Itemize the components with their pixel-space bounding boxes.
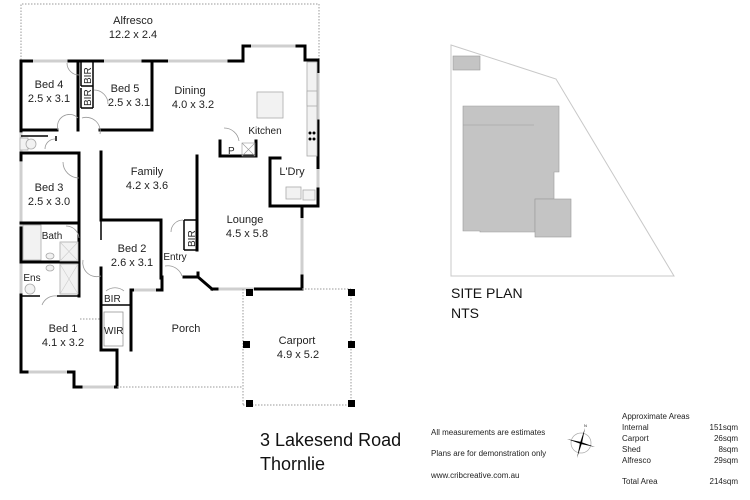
room-name-carport: Carport: [279, 335, 316, 347]
label-bir-bed5: BIR: [83, 89, 94, 106]
room-dims-bed5: 2.5 x 3.1: [108, 97, 150, 109]
area-value: 151sqm: [709, 423, 738, 432]
label-pantry: P: [228, 146, 235, 157]
site-plan-label: SITE PLAN NTS: [451, 283, 523, 323]
room-name-bed1: Bed 1: [49, 323, 78, 335]
site-plan-scale: NTS: [451, 305, 479, 321]
room-dims-dining: 4.0 x 3.2: [172, 99, 214, 111]
walls: [19, 44, 320, 389]
room-name-porch: Porch: [172, 323, 201, 335]
site-plan-title: SITE PLAN: [451, 285, 523, 301]
areas-row: Carport 26sqm: [622, 433, 738, 444]
address-block: 3 Lakesend Road Thornlie: [260, 428, 401, 476]
room-dims-lounge: 4.5 x 5.8: [226, 228, 268, 240]
site-boundary: [450, 44, 675, 277]
room-name-lounge: Lounge: [227, 214, 264, 226]
site-plan-drawing: [450, 44, 675, 277]
room-name-dining: Dining: [174, 85, 205, 97]
kitchen-island: [256, 91, 284, 119]
area-value: 29sqm: [713, 456, 738, 465]
address-line1: 3 Lakesend Road: [260, 430, 402, 450]
area-label: Carport: [622, 434, 649, 443]
areas-row: Alfresco 29sqm: [622, 455, 738, 466]
note-estimates: All measurements are estimates: [431, 428, 546, 437]
room-dims-bed2: 2.6 x 3.1: [111, 257, 153, 269]
room-dims-family: 4.2 x 3.6: [126, 180, 168, 192]
door-swings: [41, 62, 240, 306]
area-value: 26sqm: [713, 434, 738, 443]
label-bir-bed4: BIR: [83, 67, 94, 84]
areas-heading: Approximate Areas: [622, 412, 690, 421]
total-value: 214sqm: [709, 477, 738, 486]
bathtub: [22, 224, 42, 261]
room-dims-bed3: 2.5 x 3.0: [28, 196, 70, 208]
room-dims-carport: 4.9 x 5.2: [277, 349, 319, 361]
room-name-bed4: Bed 4: [35, 79, 64, 91]
area-label: Alfresco: [622, 456, 651, 465]
area-label: Shed: [622, 445, 641, 454]
total-label: Total Area: [622, 477, 658, 486]
room-dims-alfresco: 12.2 x 2.4: [109, 29, 157, 41]
room-dims-bed4: 2.5 x 3.1: [28, 93, 70, 105]
room-name-kitchen: Kitchen: [248, 126, 281, 137]
label-bir-bed1: BIR: [104, 294, 121, 305]
website-link[interactable]: www.cribcreative.com.au: [431, 471, 520, 480]
room-name-ens: Ens: [23, 273, 40, 284]
area-value: 8sqm: [718, 445, 738, 454]
site-shed: [452, 55, 481, 71]
areas-row: Shed 8sqm: [622, 444, 738, 455]
note-demonstration: Plans are for demonstration only: [431, 449, 547, 458]
fixtures: [19, 61, 318, 295]
room-name-family: Family: [131, 166, 164, 178]
room-name-alfresco: Alfresco: [113, 15, 153, 27]
room-labels: Alfresco 12.2 x 2.4 Bed 4 2.5 x 3.1 Bed …: [23, 15, 319, 361]
north-label: N: [584, 423, 587, 428]
site-carport: [534, 198, 572, 238]
room-name-bed2: Bed 2: [118, 243, 147, 255]
room-name-bed5: Bed 5: [111, 83, 140, 95]
address-line2: Thornlie: [260, 454, 326, 474]
areas-total-row: Total Area 214sqm: [622, 476, 738, 487]
areas-table: Approximate Areas Internal 151sqm Carpor…: [622, 411, 738, 487]
alfresco-outline: [20, 3, 320, 60]
room-name-ldry: L'Dry: [279, 166, 305, 178]
areas-row: Internal 151sqm: [622, 422, 738, 433]
room-name-bed3: Bed 3: [35, 182, 64, 194]
room-name-bath: Bath: [42, 231, 63, 242]
label-bir-entry: BIR: [187, 230, 198, 247]
room-dims-bed1: 4.1 x 3.2: [42, 337, 84, 349]
porch-carport-outline: [80, 288, 355, 407]
north-arrow-icon: N: [567, 423, 595, 458]
room-name-entry: Entry: [163, 252, 186, 263]
area-label: Internal: [622, 423, 649, 432]
label-wir: WIR: [104, 326, 123, 337]
